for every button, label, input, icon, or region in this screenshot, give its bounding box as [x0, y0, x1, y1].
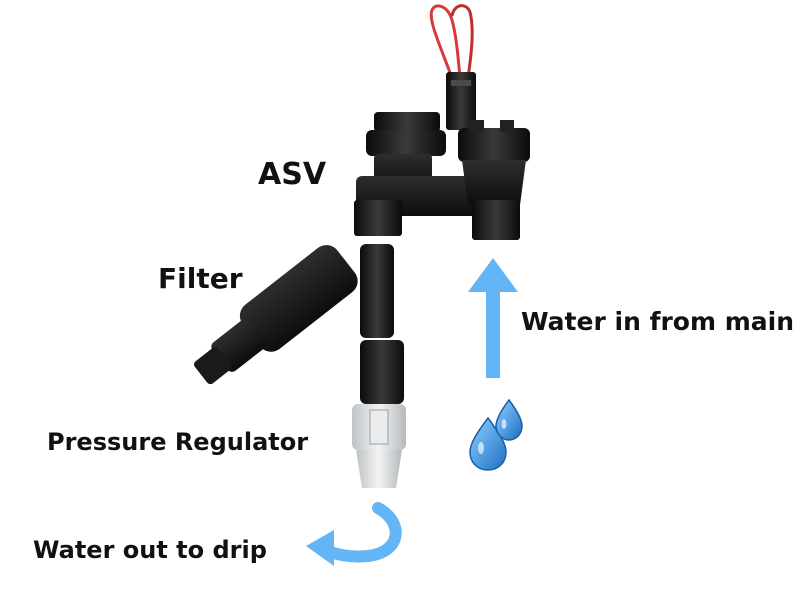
pressure-regulator-label: Pressure Regulator	[47, 428, 309, 456]
solenoid	[446, 72, 476, 130]
up-arrow-icon	[468, 258, 518, 378]
filter	[194, 244, 394, 385]
filter-label: Filter	[158, 262, 243, 295]
water-out-label: Water out to drip	[33, 536, 267, 564]
water-droplets-icon	[469, 398, 523, 471]
pressure-regulator	[352, 340, 406, 488]
solenoid-wire	[429, 4, 474, 79]
asv-valve	[354, 112, 530, 240]
asv-label: ASV	[258, 157, 327, 192]
water-in-label: Water in from main	[521, 307, 794, 336]
curved-left-arrow-icon	[306, 502, 402, 566]
